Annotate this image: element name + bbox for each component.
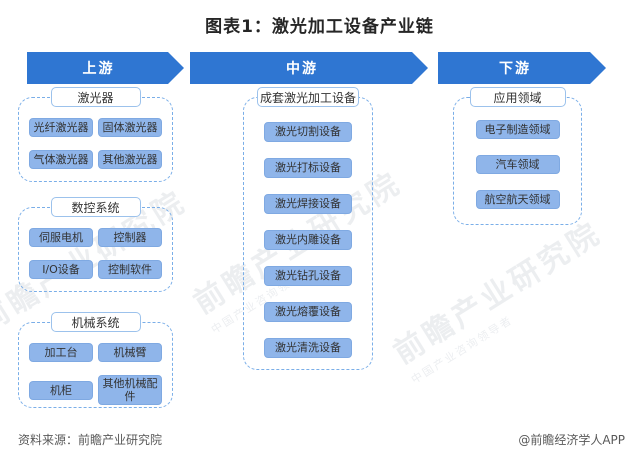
stage-label-upstream: 上游 <box>82 61 115 77</box>
group-header-downstream: 应用领域 <box>469 87 566 107</box>
chain-item: I/O设备 <box>29 260 93 279</box>
page-title: 图表1：激光加工设备产业链 <box>205 17 434 37</box>
group-header-laser: 激光器 <box>50 87 141 107</box>
group-header-cnc: 数控系统 <box>50 197 141 217</box>
chain-item: 伺服电机 <box>29 228 93 247</box>
watermark: 前瞻产业研究院 中国产业咨询领导者 <box>384 209 619 388</box>
group-midstream-items: 激光切割设备 激光打标设备 激光焊接设备 激光内雕设备 激光钻孔设备 激光熔覆设… <box>244 98 372 358</box>
chain-item: 机械臂 <box>98 343 162 362</box>
chain-item: 激光清洗设备 <box>264 338 352 358</box>
group-downstream-items: 电子制造领域 汽车领域 航空航天领域 <box>454 98 581 209</box>
credit-note: @前瞻经济学人APP <box>518 433 625 447</box>
group-application-fields: 应用领域 电子制造领域 汽车领域 航空航天领域 <box>453 87 582 225</box>
stage-label-downstream: 下游 <box>499 61 531 77</box>
chain-item: 其他机械配件 <box>98 375 162 406</box>
stage-arrow-upstream: 上游 <box>27 52 184 84</box>
stage-arrow-midstream: 中游 <box>190 52 428 84</box>
chain-item: 控制器 <box>98 228 162 247</box>
chain-item: 控制软件 <box>98 260 162 279</box>
group-laser-items: 光纤激光器 固体激光器 气体激光器 其他激光器 <box>19 98 172 169</box>
chain-item: 汽车领域 <box>475 155 560 174</box>
watermark-text: 前瞻产业研究院 <box>387 215 609 372</box>
stage-arrow-downstream: 下游 <box>438 52 606 84</box>
group-laser: 激光器 光纤激光器 固体激光器 气体激光器 其他激光器 <box>18 87 173 182</box>
watermark-tagline: 中国产业咨询领导者 <box>409 313 516 387</box>
chain-item: 激光打标设备 <box>264 158 352 178</box>
group-midstream-equipment: 成套激光加工设备 激光切割设备 激光打标设备 激光焊接设备 激光内雕设备 激光钻… <box>243 87 373 370</box>
chain-item: 光纤激光器 <box>29 118 93 137</box>
group-cnc-items: 伺服电机 控制器 I/O设备 控制软件 <box>19 208 172 279</box>
chain-item: 电子制造领域 <box>475 120 560 139</box>
chain-item: 激光焊接设备 <box>264 194 352 214</box>
stage-label-midstream: 中游 <box>286 61 318 77</box>
group-mechanical-items: 加工台 机械臂 机柜 其他机械配件 <box>19 323 172 406</box>
chain-item: 航空航天领域 <box>475 190 560 209</box>
chain-item: 激光熔覆设备 <box>264 302 352 322</box>
chain-item: 气体激光器 <box>29 150 93 169</box>
chain-item: 固体激光器 <box>98 118 162 137</box>
source-note: 资料来源：前瞻产业研究院 <box>18 433 163 447</box>
group-cnc: 数控系统 伺服电机 控制器 I/O设备 控制软件 <box>18 197 173 292</box>
group-header-mechanical: 机械系统 <box>50 312 141 332</box>
chain-item: 机柜 <box>29 380 93 400</box>
chain-item: 激光钻孔设备 <box>264 266 352 286</box>
group-header-midstream: 成套激光加工设备 <box>257 87 359 107</box>
chain-item: 加工台 <box>29 343 93 362</box>
chain-item: 激光切割设备 <box>264 122 352 142</box>
chain-item: 其他激光器 <box>98 150 162 169</box>
group-mechanical: 机械系统 加工台 机械臂 机柜 其他机械配件 <box>18 312 173 408</box>
chain-item: 激光内雕设备 <box>264 230 352 250</box>
